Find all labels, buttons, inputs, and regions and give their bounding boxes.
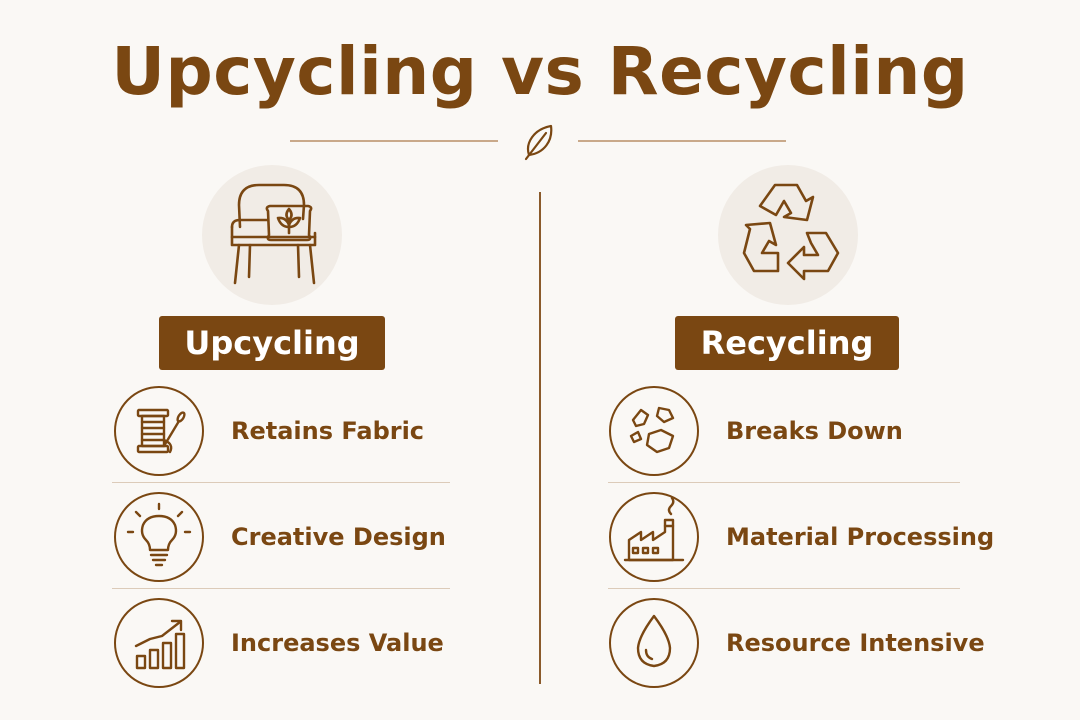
title-rule-right xyxy=(578,140,786,142)
recycling-item-resource-intensive: Resource Intensive xyxy=(609,598,985,703)
upcycling-item-label: Retains Fabric xyxy=(231,417,425,445)
title-rule-left xyxy=(290,140,498,142)
upcycling-item-icon-circle xyxy=(114,492,204,582)
recycling-item-label: Material Processing xyxy=(726,523,995,551)
recycling-item-label: Breaks Down xyxy=(726,417,903,445)
recycling-item-icon-circle xyxy=(609,386,699,476)
recycle-arrows-icon xyxy=(742,183,840,281)
recycling-item-label: Resource Intensive xyxy=(726,629,985,657)
chair-with-leaf-pillow-icon xyxy=(230,183,317,285)
recycling-heading: Recycling xyxy=(675,316,899,370)
recycling-item-breaks-down: Breaks Down xyxy=(609,386,960,491)
recycling-separator xyxy=(608,482,960,483)
recycling-separator xyxy=(608,588,960,589)
leaf-icon xyxy=(524,124,553,161)
upcycling-item-icon-circle xyxy=(114,598,204,688)
recycling-item-icon-circle xyxy=(609,492,699,582)
upcycling-item-retains-fabric: Retains Fabric xyxy=(114,386,450,491)
upcycling-item-label: Creative Design xyxy=(231,523,446,551)
water-drop-icon xyxy=(636,614,672,668)
recycling-hero xyxy=(718,165,858,305)
upcycling-hero xyxy=(202,165,342,305)
bar-chart-growth-icon xyxy=(134,619,186,670)
upcycling-item-creative-design: Creative Design xyxy=(114,492,450,597)
center-divider xyxy=(539,192,541,684)
upcycling-separator xyxy=(112,588,450,589)
thread-spool-needle-icon xyxy=(136,408,186,454)
upcycling-item-icon-circle xyxy=(114,386,204,476)
upcycling-separator xyxy=(112,482,450,483)
upcycling-item-increases-value: Increases Value xyxy=(114,598,450,703)
upcycling-heading: Upcycling xyxy=(159,316,385,370)
recycling-item-material-processing: Material Processing xyxy=(609,492,994,597)
fragments-icon xyxy=(629,406,675,454)
recycling-item-icon-circle xyxy=(609,598,699,688)
lightbulb-icon xyxy=(126,502,192,567)
upcycling-item-label: Increases Value xyxy=(231,629,444,657)
page-title: Upcycling vs Recycling xyxy=(111,33,969,110)
factory-icon xyxy=(623,496,685,562)
